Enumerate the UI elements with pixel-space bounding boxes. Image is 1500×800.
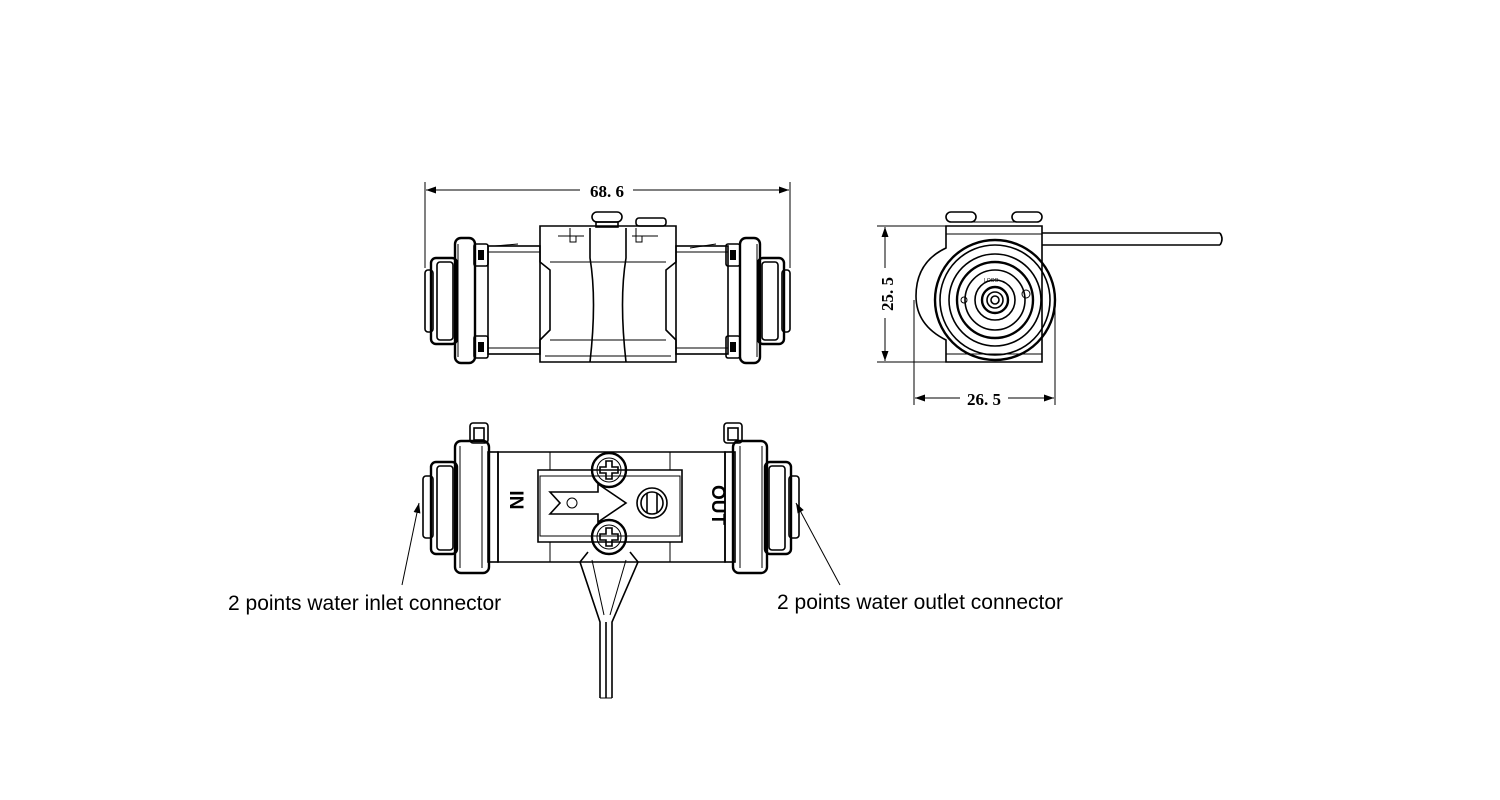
inlet-leader-line (401, 502, 421, 586)
side-view: 25. 5 26. 5 LOGO (877, 211, 1223, 409)
length-dimension: 68. 6 (424, 182, 791, 268)
width-dimension-label: 26. 5 (967, 390, 1001, 409)
front-view: 68. 6 (424, 182, 791, 365)
center-body (539, 211, 677, 363)
height-dimension: 25. 5 (877, 225, 946, 363)
left-fitting (424, 236, 541, 365)
top-center-body (497, 451, 726, 563)
outlet-connector-caption: 2 points water outlet connector (777, 591, 1063, 614)
inlet-fitting: IN (422, 422, 526, 575)
inlet-connector-caption: 2 points water inlet connector (228, 592, 501, 615)
top-view: IN (228, 422, 1063, 699)
width-dimension: 26. 5 (913, 300, 1056, 409)
inlet-flow-label: IN (505, 491, 526, 510)
outlet-fitting: OUT (707, 422, 800, 575)
svg-text:LOGO: LOGO (984, 278, 999, 284)
signal-wires (579, 551, 639, 699)
right-fitting (675, 236, 791, 365)
flow-direction-arrow (548, 482, 628, 524)
height-dimension-label: 25. 5 (878, 277, 897, 311)
length-dimension-label: 68. 6 (590, 182, 624, 201)
outlet-flow-label: OUT (707, 485, 728, 526)
outlet-leader-line (795, 502, 841, 586)
